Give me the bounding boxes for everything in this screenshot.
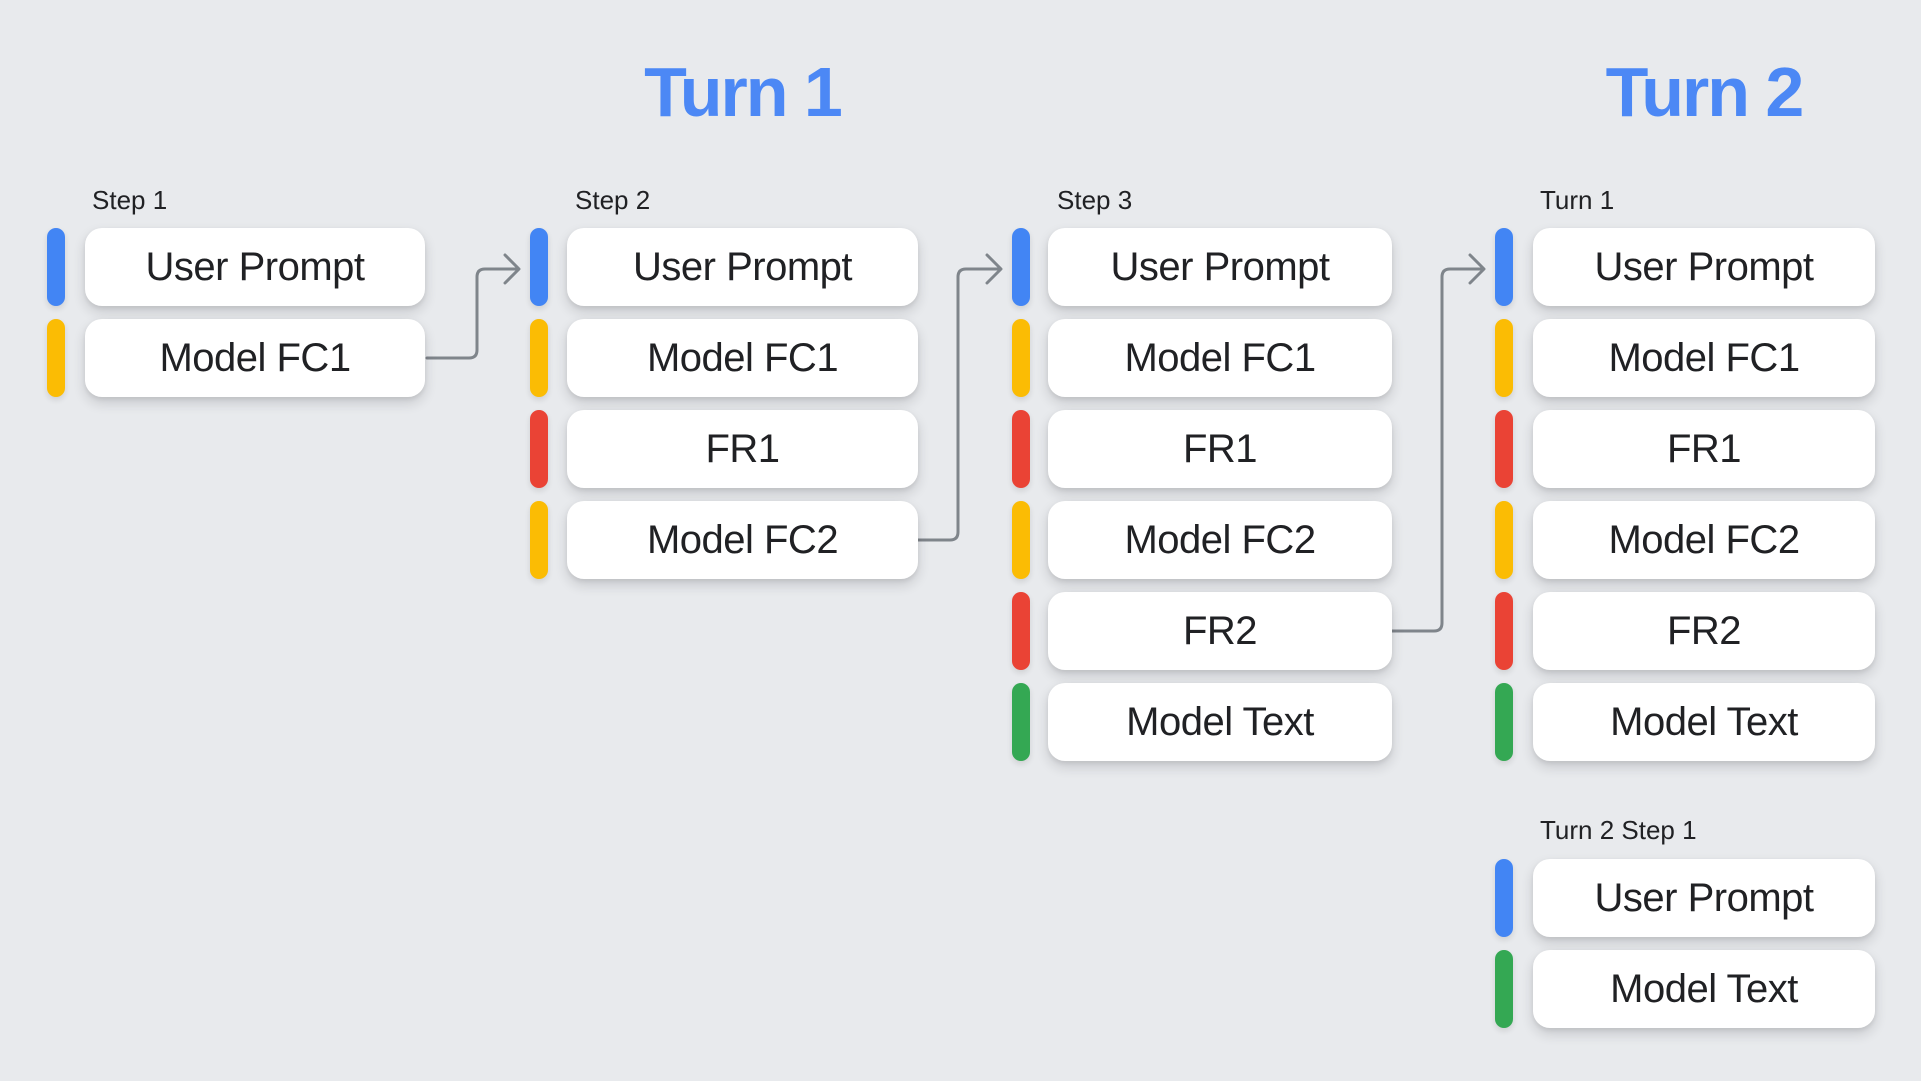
card-label: User Prompt [1594,875,1815,920]
fr1-card: FR1 [1533,410,1875,488]
card-label: Model FC1 [646,335,839,380]
model-fc1-card: Model FC1 [1048,319,1392,397]
model-fc1-card: Model FC1 [85,319,425,397]
fr1-card: FR1 [1048,410,1392,488]
model-text-marker [1495,683,1513,761]
arrow-step2-to-step3 [916,253,1003,542]
card-label: Model FC1 [1124,335,1316,380]
model-fc2-card: Model FC2 [1533,501,1875,579]
user-prompt-card: User Prompt [567,228,918,306]
model-fc1-marker [1012,319,1030,397]
user-prompt-card: User Prompt [1533,228,1875,306]
step-3-label: Step 3 [1057,185,1133,215]
fr2-card: FR2 [1533,592,1875,670]
fr2-marker [1012,592,1030,670]
card-label: FR1 [705,426,780,471]
model-fc1-marker [1495,319,1513,397]
fr1-marker [1495,410,1513,488]
card-label: User Prompt [145,244,366,289]
user-prompt-card: User Prompt [1048,228,1392,306]
turn-1-title: Turn 1 [644,53,843,131]
model-text-card: Model Text [1533,950,1875,1028]
model-text-card: Model Text [1533,683,1875,761]
model-fc2-card: Model FC2 [1048,501,1392,579]
user-prompt-card: User Prompt [85,228,425,306]
card-label: Model FC1 [159,335,351,380]
fr2-marker [1495,592,1513,670]
arrowhead-icon [985,253,1003,285]
card-label: User Prompt [1594,244,1815,289]
user-prompt-card: User Prompt [1533,859,1875,937]
card-label: User Prompt [1110,244,1331,289]
model-fc2-marker [1495,501,1513,579]
card-label: FR1 [1182,426,1258,471]
card-label: FR1 [1666,426,1742,471]
model-text-marker [1495,950,1513,1028]
turn-2-title: Turn 2 [1605,53,1805,131]
model-text-card: Model Text [1048,683,1392,761]
step-2-label: Step 2 [575,185,651,215]
arrow-step1-to-step2 [425,253,521,360]
arrowhead-icon [1468,253,1486,285]
card-label: Model Text [1610,699,1798,744]
model-fc1-marker [47,319,65,397]
card-label: User Prompt [633,244,853,289]
fr1-marker [1012,410,1030,488]
card-label: Model Text [1610,966,1798,1011]
model-fc2-card: Model FC2 [567,501,918,579]
card-label: Model FC2 [646,517,839,562]
model-fc2-marker [530,501,548,579]
turn-1-group-label: Turn 1 [1540,185,1615,215]
card-label: Model FC1 [1608,335,1800,380]
fr1-card: FR1 [567,410,918,488]
model-fc1-marker [530,319,548,397]
card-label: FR2 [1182,608,1258,653]
card-label: Model Text [1126,699,1314,744]
card-label: Model FC2 [1124,517,1316,562]
arrow-step3-to-turn1 [1390,253,1486,633]
model-fc2-marker [1012,501,1030,579]
user-prompt-marker [47,228,65,306]
fr1-marker [530,410,548,488]
card-label: Model FC2 [1608,517,1800,562]
step-1-label: Step 1 [92,185,168,215]
user-prompt-marker [530,228,548,306]
fr2-card: FR2 [1048,592,1392,670]
model-text-marker [1012,683,1030,761]
user-prompt-marker [1495,859,1513,937]
card-label: FR2 [1666,608,1742,653]
turn-2-step-1-label: Turn 2 Step 1 [1540,815,1697,845]
arrowhead-icon [503,253,521,285]
model-fc1-card: Model FC1 [1533,319,1875,397]
user-prompt-marker [1495,228,1513,306]
user-prompt-marker [1012,228,1030,306]
model-fc1-card: Model FC1 [567,319,918,397]
